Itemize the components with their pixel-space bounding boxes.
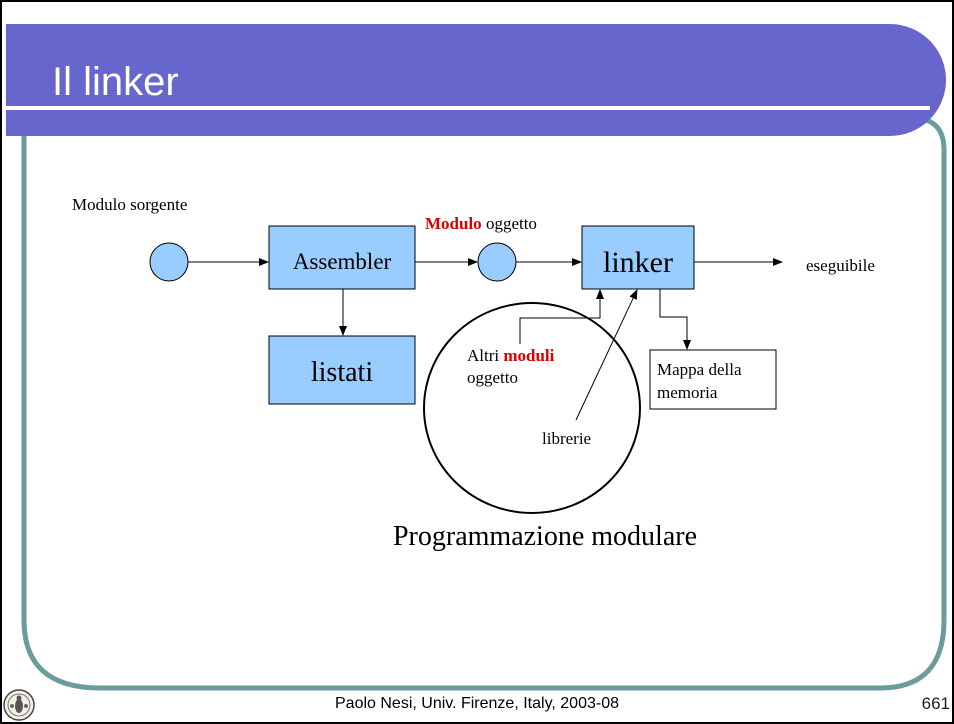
memory-map-label-line2: memoria — [657, 383, 718, 402]
slide-title: Il linker — [52, 60, 179, 104]
modular-programming-circle — [423, 302, 641, 514]
source-module-label: Modulo sorgente — [72, 195, 187, 214]
executable-label: eseguibile — [806, 256, 875, 275]
university-seal-icon — [3, 689, 35, 721]
content-frame — [21, 115, 947, 691]
listings-label: listati — [311, 357, 373, 388]
assembler-label: Assembler — [293, 249, 392, 274]
other-modules-label-line1: Altri moduli — [467, 346, 555, 365]
linker-box — [581, 225, 695, 290]
other-modules-label-line2: oggetto — [467, 368, 518, 387]
arrow-linker-to-memory-map — [659, 289, 691, 350]
modular-programming-caption: Programmazione modulare — [393, 521, 697, 552]
arrow-other-modules-to-linker — [519, 289, 604, 344]
footer-text: Paolo Nesi, Univ. Firenze, Italy, 2003-0… — [335, 695, 619, 712]
object-module-node — [477, 242, 517, 282]
assembler-box — [268, 225, 416, 290]
linker-diagram: Modulo sorgente Assembler Modulo oggetto… — [72, 195, 875, 552]
arrow-libraries-to-linker — [575, 289, 638, 421]
listings-box — [268, 335, 416, 405]
libraries-label: librerie — [542, 429, 591, 448]
page-number: 661 — [921, 694, 950, 713]
memory-map-box — [649, 349, 777, 410]
memory-map-label-line1: Mappa della — [657, 360, 742, 379]
source-module-node — [149, 242, 189, 282]
object-module-label: Modulo oggetto — [425, 214, 537, 233]
linker-label: linker — [603, 246, 673, 279]
